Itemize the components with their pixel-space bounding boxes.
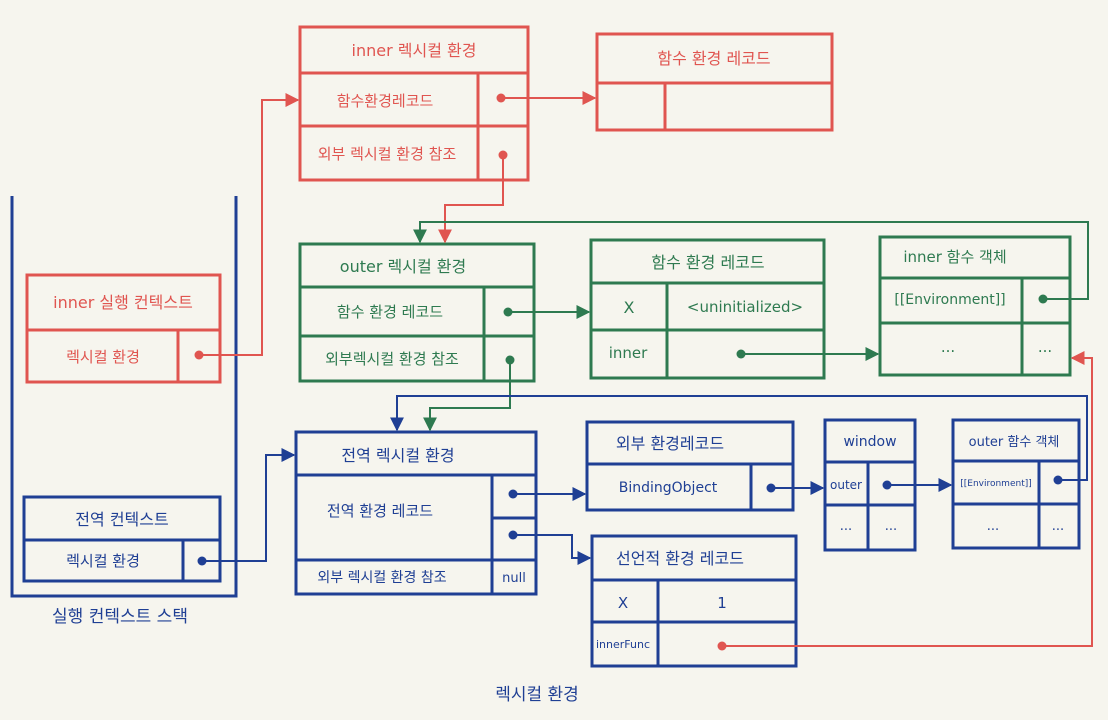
execution-context-stack [10, 196, 238, 598]
global-lex-env-outer-ref-label: 외부 렉시컬 환경 참조 [317, 570, 446, 586]
inner-function-object-row: ... [941, 338, 955, 356]
window-object-value: ... [885, 519, 897, 534]
outer-lex-env-title: outer 렉시컬 환경 [340, 257, 466, 276]
inner-function-object-title: inner 함수 객체 [903, 248, 1006, 266]
inner-execution-context [25, 273, 222, 384]
arrow-global-record-to-declarative-record [513, 534, 592, 565]
inner-context-lex-env-label: 렉시컬 환경 [66, 348, 140, 366]
outer-lex-env-row: 외부렉시컬 환경 참조 [325, 350, 459, 368]
declarative-env-record-key: X [618, 594, 628, 612]
outer-function-environment-record [589, 238, 826, 380]
arrow-outer-outer-ref-to-global-lex-env [423, 360, 511, 432]
global-lex-env-outer-ref-value: null [502, 571, 526, 586]
inner-lex-env-title: inner 렉시컬 환경 [352, 41, 477, 60]
arrow-inner-context-to-inner-lex-env [199, 93, 300, 356]
declarative-env-record-value: 1 [717, 594, 727, 612]
inner-lex-env-row: 외부 렉시컬 환경 참조 [318, 145, 457, 163]
global-lex-env-title: 전역 렉시컬 환경 [341, 446, 454, 465]
global-context-title: 전역 컨텍스트 [75, 510, 168, 529]
inner-func-env-record-title: 함수 환경 레코드 [657, 49, 770, 68]
arrow-inner-environment-slot-to-outer-lex-env [413, 221, 1089, 300]
declarative-env-record-key: innerFunc [596, 638, 650, 651]
window-object-title: window [843, 434, 896, 450]
global-context-lex-env-label: 렉시컬 환경 [66, 552, 140, 570]
inner-function-object-extra: ... [1038, 338, 1052, 356]
inner-lex-env-row: 함수환경레코드 [337, 92, 434, 110]
inner-lexical-environment [298, 25, 530, 182]
global-execution-context [22, 495, 222, 583]
diagram-caption: 렉시컬 환경 [495, 685, 579, 705]
arrow-inner-outer-ref-to-outer-lex-env [438, 155, 504, 244]
inner-execution-context-title: inner 실행 컨텍스트 [53, 293, 193, 312]
stack-label: 실행 컨텍스트 스택 [52, 607, 188, 627]
outer-func-env-record-key: X [624, 298, 635, 317]
outer-function-object-value: ... [1052, 519, 1064, 534]
arrow-global-context-to-global-lex-env [202, 448, 296, 562]
window-object-key: outer [830, 478, 862, 492]
inner-function-object-row: [[Environment]] [894, 292, 1005, 308]
arrow-innerfunc-to-inner-function-object [722, 351, 1093, 647]
outer-lex-env-row: 함수 환경 레코드 [337, 303, 443, 321]
object-environment-record [585, 420, 795, 512]
window-object-key: ... [840, 519, 852, 534]
declarative-environment-record [590, 534, 798, 668]
outer-func-env-record-value: <uninitialized> [687, 298, 803, 316]
global-lex-env-record-label: 전역 환경 레코드 [327, 502, 433, 520]
outer-function-object-title: outer 함수 객체 [969, 435, 1060, 450]
arrow-outer-environment-slot-to-global-lex-env [390, 395, 1088, 481]
outer-func-env-record-title: 함수 환경 레코드 [651, 253, 764, 272]
object-env-record-title: 외부 환경레코드 [616, 434, 724, 453]
inner-function-object [878, 235, 1072, 377]
outer-func-env-record-key: inner [609, 344, 648, 362]
inner-function-environment-record [595, 32, 834, 132]
object-env-record-binding: BindingObject [619, 480, 718, 496]
outer-function-object [951, 418, 1081, 550]
outer-function-object-key: [[Environment]] [960, 479, 1032, 489]
declarative-env-record-title: 선언적 환경 레코드 [616, 549, 744, 568]
outer-function-object-key: ... [987, 519, 999, 534]
global-lexical-environment [294, 430, 538, 596]
